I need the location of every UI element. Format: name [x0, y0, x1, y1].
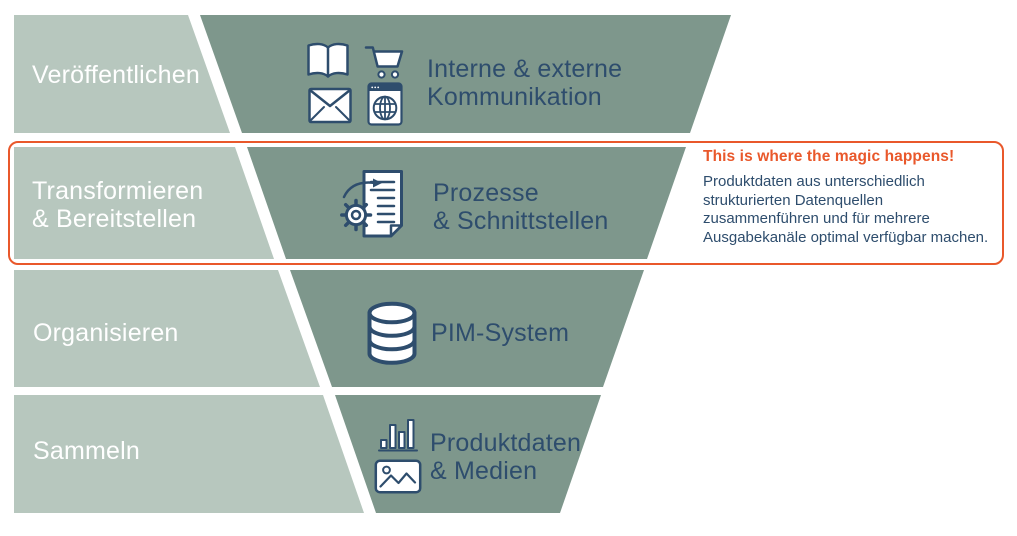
stage-label-line: Veröffentlichen [32, 61, 200, 89]
document-gear-icon [340, 170, 403, 238]
book-icon [307, 42, 349, 78]
segment-title-produktdaten: Produktdaten & Medien [430, 429, 581, 485]
segment-title-prozesse: Prozesse & Schnittstellen [433, 179, 609, 235]
segment-title-line: Kommunikation [427, 83, 602, 111]
stage-label-transformieren: Transformieren & Bereitstellen [32, 177, 203, 233]
stage-label-veroeffentlichen: Veröffentlichen [32, 61, 200, 89]
stage-label-shape-2 [14, 147, 274, 259]
image-icon [374, 459, 422, 494]
segment-title-line: Interne & externe [427, 55, 623, 83]
callout-body: Produktdaten aus unterschiedlich struktu… [703, 173, 989, 246]
stage-label-shape-4 [14, 395, 364, 513]
stage-label-shape-3 [14, 270, 320, 387]
stage-label-line: Sammeln [33, 437, 140, 465]
stage-label-organisieren: Organisieren [33, 319, 179, 347]
highlight-outline [8, 141, 1004, 265]
browser-globe-icon [367, 82, 403, 126]
segment-title-line: PIM-System [431, 319, 570, 347]
shopping-cart-icon [364, 46, 404, 79]
segment-title-line: & Medien [430, 457, 538, 485]
magic-callout: This is where the magic happens! Produkt… [703, 148, 1001, 247]
envelope-icon [308, 87, 352, 124]
stage-label-sammeln: Sammeln [33, 437, 140, 465]
stage-label-shape-1 [14, 15, 230, 133]
segment-title-line: Prozesse [433, 179, 539, 207]
segment-title-pim-system: PIM-System [431, 319, 569, 347]
segment-title-line: Produktdaten [430, 429, 582, 457]
stage-label-line: Organisieren [33, 319, 179, 347]
stage-label-line: & Bereitstellen [32, 205, 197, 233]
stage-label-line: Transformieren [32, 177, 204, 205]
database-icon [367, 301, 417, 365]
bar-chart-icon [378, 419, 418, 452]
segment-title-kommunikation: Interne & externe Kommunikation [427, 55, 622, 111]
segment-title-line: & Schnittstellen [433, 207, 609, 235]
callout-heading: This is where the magic happens! [703, 148, 955, 165]
